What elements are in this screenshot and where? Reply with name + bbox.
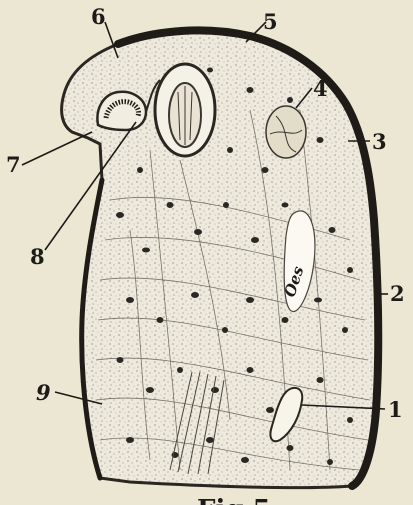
label-1: 1 <box>388 397 403 422</box>
label-5: 5 <box>263 9 278 34</box>
label-8: 8 <box>30 244 45 269</box>
round-body <box>266 106 306 158</box>
label-3: 3 <box>372 129 387 154</box>
figure-caption: Fig.5 <box>197 495 271 505</box>
label-7: 7 <box>6 152 21 177</box>
leader-7 <box>22 132 92 165</box>
label-9: 9 <box>36 380 51 405</box>
label-2: 2 <box>390 281 405 306</box>
label-6: 6 <box>91 4 106 29</box>
label-4: 4 <box>313 76 328 101</box>
oval-structure <box>155 64 215 156</box>
